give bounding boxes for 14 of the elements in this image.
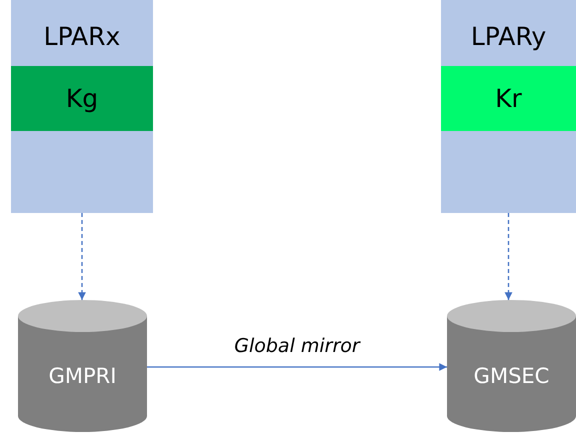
edge-label: Global mirror bbox=[233, 335, 362, 357]
node-label: LPARy bbox=[470, 22, 548, 51]
arrow bbox=[147, 363, 447, 371]
node-label: Kg bbox=[64, 84, 100, 113]
arrow bbox=[78, 213, 86, 300]
node-label: GMPRI bbox=[48, 364, 118, 388]
partition-box bbox=[441, 0, 576, 213]
node-label: GMSEC bbox=[472, 364, 550, 388]
key-band bbox=[441, 66, 576, 131]
key-band bbox=[11, 66, 153, 131]
arrow bbox=[504, 213, 512, 300]
node-label: Kr bbox=[494, 84, 523, 113]
partition-box bbox=[11, 0, 153, 213]
node-label: LPARx bbox=[42, 22, 122, 51]
